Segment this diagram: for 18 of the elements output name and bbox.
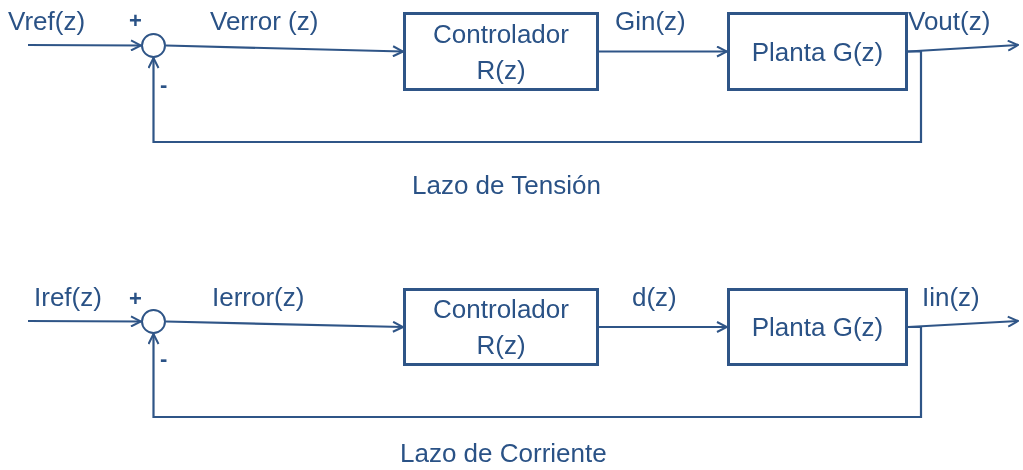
summing-junction — [141, 33, 166, 58]
arrow — [147, 50, 923, 144]
block-label: Controlador R(z) — [432, 293, 570, 362]
block-box — [727, 12, 908, 91]
arrow — [147, 325, 923, 419]
block-box — [727, 288, 908, 366]
arrow — [599, 45, 728, 58]
block-label: Planta G(z) — [751, 311, 884, 344]
block-label: Planta G(z) — [751, 35, 884, 69]
arrow — [28, 39, 142, 52]
block-box — [403, 288, 599, 366]
block-label: Controlador R(z) — [432, 17, 570, 87]
arrow — [165, 44, 404, 58]
arrow — [165, 320, 404, 333]
arrow — [599, 321, 728, 333]
block-box — [403, 12, 599, 91]
arrow — [28, 315, 142, 328]
summing-junction — [141, 309, 166, 334]
